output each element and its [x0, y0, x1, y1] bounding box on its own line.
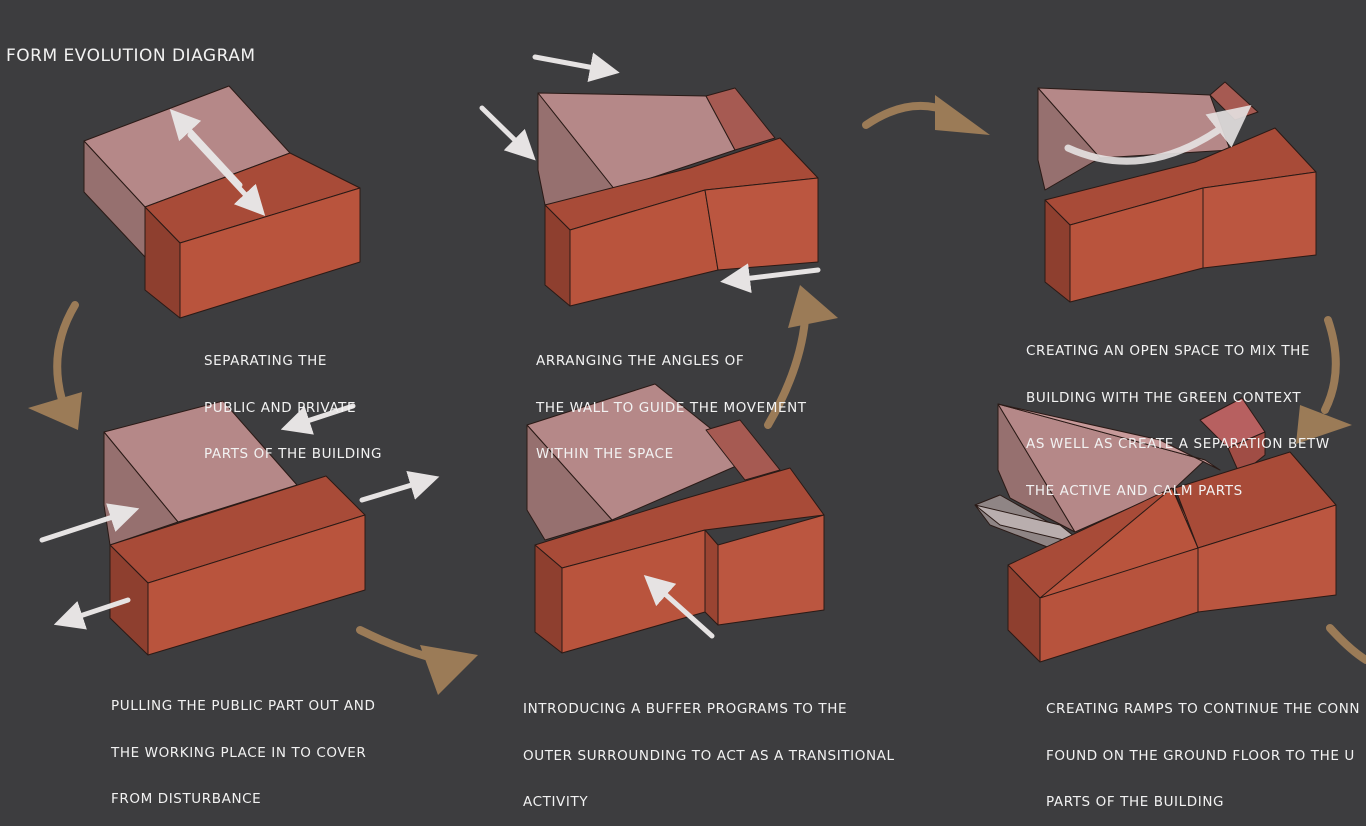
- caption-line: ARRANGING THE ANGLES OF: [536, 353, 745, 369]
- step-caption-6: CREATING RAMPS TO CONTINUE THE CONN FOUN…: [1046, 671, 1366, 826]
- caption-line: PULLING THE PUBLIC PART OUT AND: [111, 698, 376, 714]
- public-volume-side: [526, 424, 613, 541]
- flow-arrowhead-icon: [28, 392, 82, 430]
- wall-front-right: [1197, 504, 1337, 613]
- caption-line: FOUND ON THE GROUND FLOOR TO THE U: [1046, 747, 1355, 764]
- caption-line: PUBLIC AND PRIVATE: [204, 399, 357, 416]
- form-evolution-diagram: [28, 52, 1366, 695]
- public-volume-annex: [705, 419, 781, 481]
- caption-line: ACTIVITY: [523, 794, 589, 810]
- movement-arrow-icon: [532, 52, 620, 83]
- movement-arrow-icon: [39, 503, 140, 543]
- massing-step-4: [103, 400, 366, 656]
- step-caption-3: CREATING AN OPEN SPACE TO MIX THE BUILDI…: [1026, 313, 1366, 515]
- public-volume-side: [1037, 87, 1101, 191]
- flow-arrow-icon: [764, 316, 809, 429]
- movement-arrow-icon: [280, 403, 356, 435]
- flow-arrow-icon: [1326, 624, 1366, 664]
- movement-arrow-icon: [359, 470, 440, 503]
- stair-tower-side: [1227, 431, 1266, 476]
- caption-line: PARTS OF THE BUILDING: [1046, 794, 1225, 810]
- caption-line: SEPARATING THE: [204, 353, 328, 369]
- public-volume-annex: [705, 87, 776, 151]
- movement-arrow-icon: [479, 105, 536, 161]
- step-caption-4: PULLING THE PUBLIC PART OUT AND THE WORK…: [111, 668, 375, 823]
- sweeping-arrow-icon: [1064, 105, 1252, 165]
- buffer-divider: [704, 529, 719, 626]
- movement-arrow-icon: [720, 263, 821, 294]
- caption-line: OUTER SURROUNDING TO ACT AS A TRANSITION…: [523, 747, 895, 764]
- flow-arrowhead-icon: [1296, 405, 1352, 444]
- caption-line: CREATING RAMPS TO CONTINUE THE CONN: [1046, 701, 1361, 717]
- flow-arrows: [28, 95, 1366, 695]
- massing-step-6: [974, 397, 1337, 663]
- movement-arrow-icon: [169, 108, 243, 188]
- massing-step-5: [526, 383, 825, 654]
- private-volume-front: [147, 514, 366, 656]
- caption-line: FROM DISTURBANCE: [111, 791, 262, 807]
- caption-line: INTRODUCING A BUFFER PROGRAMS TO THE: [523, 701, 848, 717]
- pyramid-slope: [997, 403, 1221, 471]
- caption-line: THE WORKING PLACE IN TO COVER: [111, 744, 367, 761]
- massing-step-2: [537, 87, 819, 307]
- flow-arrow-icon: [1321, 316, 1340, 414]
- step-caption-1: SEPARATING THE PUBLIC AND PRIVATE PARTS …: [204, 323, 382, 478]
- flow-arrowhead-icon: [788, 285, 838, 328]
- step-caption-5: INTRODUCING A BUFFER PROGRAMS TO THE OUT…: [523, 671, 895, 826]
- buffer-front-right: [717, 514, 825, 626]
- movement-arrow-icon: [53, 597, 131, 630]
- caption-line: AS WELL AS CREATE A SEPARATION BETW: [1026, 436, 1330, 452]
- caption-line: THE ACTIVE AND CALM PARTS: [1026, 482, 1243, 499]
- flow-arrowhead-icon: [935, 95, 990, 135]
- massing-step-1: [83, 85, 361, 319]
- caption-line: THE WALL TO GUIDE THE MOVEMENT: [536, 399, 807, 416]
- private-volume-front: [179, 187, 361, 319]
- movement-arrow-icon: [187, 132, 266, 216]
- caption-line: BUILDING WITH THE GREEN CONTEXT: [1026, 389, 1302, 406]
- flow-arrow-icon: [53, 301, 79, 404]
- wall-front-right: [1202, 171, 1317, 269]
- step-caption-2: ARRANGING THE ANGLES OF THE WALL TO GUID…: [536, 323, 807, 478]
- caption-line: WITHIN THE SPACE: [536, 446, 674, 462]
- massing-step-3: [1037, 81, 1317, 303]
- diagram-title: FORM EVOLUTION DIAGRAM: [6, 46, 256, 66]
- caption-line: PARTS OF THE BUILDING: [204, 446, 383, 462]
- movement-arrow-icon: [643, 574, 715, 639]
- wall-front-right: [704, 177, 819, 271]
- flow-arrowhead-icon: [420, 645, 478, 695]
- caption-line: CREATING AN OPEN SPACE TO MIX THE: [1026, 343, 1311, 359]
- movement-arrows: [39, 52, 1252, 639]
